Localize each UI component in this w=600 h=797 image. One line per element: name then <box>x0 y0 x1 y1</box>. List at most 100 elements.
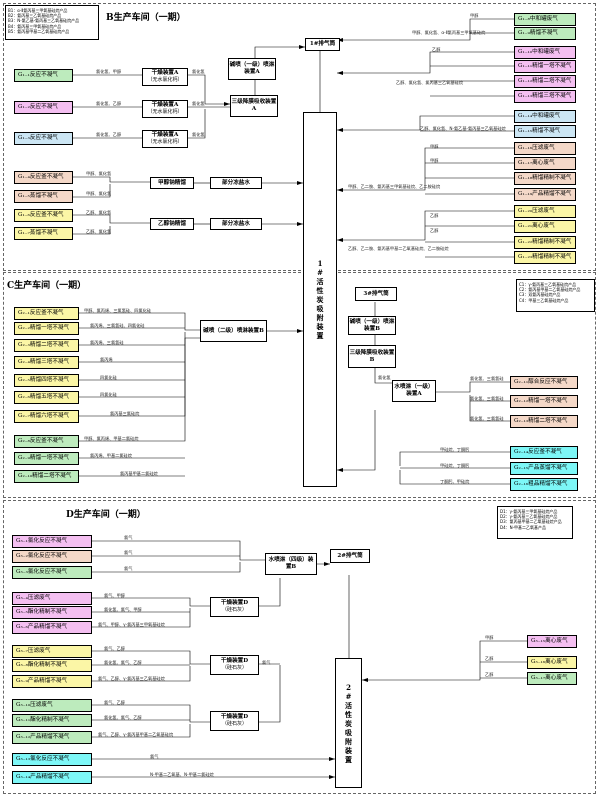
gas-code: G₃₋₁₇ <box>531 675 546 681</box>
legend-d-item: D1：γ-氨丙基三甲氧基硅烷产品 <box>500 509 558 514</box>
gas-c-1: G₂₋₁反应釜不凝气 <box>14 307 79 320</box>
gas-code: G₁₋₁₄ <box>518 113 533 119</box>
vent-stack-3: 3#排气筒 <box>355 287 397 301</box>
flow-label: 甲醇、氯化氢 <box>86 191 112 196</box>
gas-d-2: G₃₋₂氯化反应不凝气 <box>12 550 92 563</box>
gas-label: 精馏一塔不凝气 <box>532 63 572 69</box>
flow-label: 氯化氢、乙醇 <box>96 101 122 106</box>
gas-label: 离心废气 <box>545 638 568 644</box>
gas-d-3: G₃₋₃氯化反应不凝气 <box>12 566 92 579</box>
gas-label: 反应不凝气 <box>29 104 58 110</box>
alkali-spray-b2: 碱喷（二级）喷淋装置B <box>200 320 267 342</box>
gas-code: G₁₋₁₀ <box>518 49 533 55</box>
flow-label: 甲醇 <box>430 144 439 149</box>
legend-b-item: B1：α-Ⅱ氨丙基三甲氧基硅烷产品 <box>8 8 68 13</box>
methanol-recovery: 甲醇钠精馏 <box>150 177 194 189</box>
legend-c: C1：γ-氨丙基三乙氧基硅烷产品 C2：氨丙基甲基二乙氧基硅烷产品 C3：双氨丙… <box>516 279 595 312</box>
gas-code: G₁₋₂₀ <box>518 208 533 214</box>
flow-label: 氯气 <box>124 535 133 540</box>
flow-label: 氯化氢 <box>192 132 205 137</box>
gas-label: 产品精馏不凝气 <box>30 774 70 780</box>
section-b-title: B生产车间（一期） <box>106 13 186 23</box>
section-c <box>3 272 596 498</box>
gas-code: G₃₋₁₁ <box>16 717 31 723</box>
flow-label: 氯气、甲醇 <box>104 593 125 598</box>
gas-code: G₂₋₃ <box>18 342 30 348</box>
dryer-label: 干燥装置A <box>151 102 179 108</box>
flow-label: N-甲基二乙氧基、N-甲基二氯硅烷 <box>150 772 214 777</box>
gas-label: 精馏五塔不凝气 <box>29 394 70 400</box>
gas-code: G₁₋₂₃ <box>518 254 533 260</box>
gas-c-13: G₂₋₁₃精馏二塔不凝气 <box>510 415 578 428</box>
gas-c-8: G₂₋₈反应釜不凝气 <box>14 435 79 448</box>
dryer-d3: 干燥装置D（硅石灰） <box>210 711 259 731</box>
gas-c-6: G₂₋₆精馏五塔不凝气 <box>14 391 79 404</box>
gas-code: G₂₋₄ <box>18 359 30 365</box>
flow-label: 乙醇、氯化氢 <box>86 210 112 215</box>
flow-label: 甲醇、氯化氢、α-Ⅱ氨丙基三甲氧基硅烷 <box>412 30 486 35</box>
gas-b-8: G₁₋₈中和罐废气 <box>514 13 576 26</box>
gas-b-6: G₁₋₆反应釜不凝气 <box>14 209 73 222</box>
gas-c-3: G₂₋₃精馏二塔不凝气 <box>14 339 79 352</box>
legend-c-item: C4：甲基三乙氧基硅烷产品 <box>519 297 569 303</box>
gas-code: G₂₋₁₃ <box>514 418 529 424</box>
gas-label: 中和罐废气 <box>532 49 561 55</box>
gas-code: G₃₋₁ <box>16 538 28 544</box>
flow-label: 氯化氢、氯气、乙醇 <box>104 660 142 665</box>
legend-d: D1：γ-氨丙基三甲氧基硅烷产品 D2：γ-氨丙基三乙氧基硅烷产品 D3：氨丙基… <box>497 506 573 539</box>
gas-code: G₁₋₂₂ <box>518 239 533 245</box>
dryer-label: 干燥装置D <box>220 658 249 664</box>
gas-d-15: G₃₋₁₅离心废气 <box>527 635 577 648</box>
section-d-title: D生产车间（一期） <box>66 510 146 520</box>
gas-code: G₁₋₉ <box>518 30 530 36</box>
flow-label: 氯化氢、氯气、甲醇 <box>104 607 142 612</box>
flow-label: 氯化氢 <box>378 375 391 380</box>
water-spray-a: 水喷淋（一级）装置A <box>392 380 436 402</box>
flow-label: 氯气 <box>262 660 271 665</box>
gas-code: G₃₋₁₃ <box>16 756 31 762</box>
gas-label: 产品精馏不凝气 <box>532 191 572 197</box>
gas-code: G₂₋₁ <box>18 310 30 316</box>
legend-b: B1：α-Ⅱ氨丙基三甲氧基硅烷产品 B2：氨丙基三乙氧基硅烷产品 B3：N-氨乙… <box>5 5 99 40</box>
legend-c-item: C1：γ-氨丙基三乙氧基硅烷产品 <box>519 282 577 287</box>
gas-code: G₁₋₁₇ <box>518 160 533 166</box>
flow-label: 氯化氢、三氯氢硅 <box>470 396 504 401</box>
gas-code: G₃₋₁₆ <box>531 659 546 665</box>
gas-label: 精馏二塔不凝气 <box>532 78 572 84</box>
gas-code: G₃₋₂ <box>16 553 28 559</box>
gas-label: 粗品精馏不凝气 <box>528 481 568 487</box>
gas-b-11: G₁₋₁₁精馏一塔不凝气 <box>514 60 576 73</box>
gas-label: 压滤废气 <box>27 595 51 601</box>
gas-code: G₂₋₁₄ <box>514 449 529 455</box>
gas-b-2: G₁₋₂反应不凝气 <box>14 101 73 114</box>
gas-code: G₁₋₁₃ <box>518 93 533 99</box>
gas-b-20: G₁₋₂₀压滤废气 <box>514 205 576 218</box>
ethanol-recovery: 乙醇钠精馏 <box>150 218 194 230</box>
gas-code: G₁₋₁ <box>18 72 30 78</box>
legend-d-item: D4：N-甲基二乙氧基产品 <box>500 524 547 530</box>
gas-label: 压滤废气 <box>27 648 51 654</box>
gas-code: G₁₋₁₉ <box>518 191 533 197</box>
gas-code: G₃₋₄ <box>16 595 28 601</box>
water-spray-b: 水喷淋（四级）装置B <box>265 553 317 575</box>
dryer-a2: 干燥装置A（无水氯化钙） <box>142 100 188 118</box>
gas-c-10: G₂₋₁₀精馏二塔不凝气 <box>14 470 79 483</box>
legend-d-item: D3：氨丙基甲基二乙氧基硅烷产品 <box>500 519 562 525</box>
acid-absorber-b-label: 三级降膜吸收装置B <box>349 349 395 363</box>
gas-label: 离心废气 <box>545 659 568 665</box>
gas-label: 精馏二塔不凝气 <box>32 473 72 479</box>
gas-label: 醇合反应不凝气 <box>528 379 568 385</box>
gas-code: G₃₋₁₀ <box>16 702 31 708</box>
gas-b-7: G₁₋₇蒸馏不凝气 <box>14 227 73 240</box>
flow-label: 乙醇 <box>485 672 494 677</box>
flow-label: 氯气、乙醇、γ-氯丙基甲基二乙氧基硅烷 <box>98 732 174 737</box>
gas-label: 精馏二塔不凝气 <box>29 342 70 348</box>
flow-label: 乙醇、乙二胺、氨丙基甲基二乙氧基硅烷、乙二胺硅烷 <box>348 246 449 251</box>
gas-label: 反应不凝气 <box>29 72 58 78</box>
flow-label: 氯丙烯、三氯氢硅、四氯化硅 <box>90 323 145 328</box>
gas-b-18: G₁₋₁₈精馏精制不凝气 <box>514 172 576 185</box>
gas-b-16: G₁₋₁₆压滤废气 <box>514 142 576 155</box>
legend-c-item: C3：双氨丙基硅烷产品 <box>519 292 561 298</box>
flow-label: 甲醇 <box>485 635 494 640</box>
